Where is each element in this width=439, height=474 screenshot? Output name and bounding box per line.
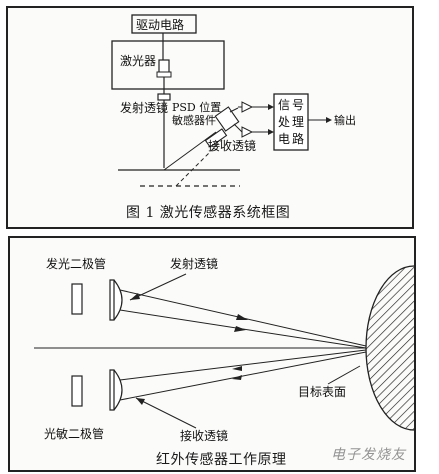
- signal-char-6: 路: [292, 131, 304, 146]
- psd-label-line1: PSD 位置: [172, 100, 221, 114]
- emit-lens-element: [157, 93, 171, 101]
- receive-lens-label: 接收透镜: [208, 138, 256, 153]
- emit-lens-label: 发射透镜: [170, 256, 218, 271]
- watermark-logo: 电子发烧友: [331, 447, 406, 463]
- signal-char-2: 号: [292, 98, 304, 112]
- signal-processing-box: [273, 93, 309, 151]
- laser-enclosure-box: [111, 40, 225, 90]
- output-arrow-icon: [326, 117, 332, 123]
- laser-sensor-diagram-panel: 驱动电路 激光器 发射透镜 接收透镜 PSD 位置 敏感器件: [6, 6, 414, 229]
- emit-lens-label: 发射透镜: [120, 100, 168, 115]
- emit-diode-element: [71, 283, 83, 315]
- fig2-caption: 红外传感器工作原理: [156, 452, 287, 468]
- output-label: 输出: [334, 113, 356, 127]
- psd-sensor-element: [214, 106, 240, 132]
- photo-diode-label: 光敏二极管: [44, 426, 104, 441]
- amplifier-top-icon: [241, 101, 254, 113]
- infrared-sensor-diagram-panel: 发光二极管 发射透镜 光敏二极管 接收透镜 目标表面 红外传感器工作原理 电子发…: [8, 236, 416, 472]
- receive-lens-label: 接收透镜: [180, 428, 228, 443]
- target-surface-label: 目标表面: [298, 385, 346, 399]
- amplifier-bottom-icon: [241, 126, 254, 138]
- laser-sensor-diagram: 驱动电路 激光器 发射透镜 接收透镜 PSD 位置 敏感器件: [111, 14, 356, 187]
- signal-char-3: 处: [278, 115, 290, 129]
- photo-diode-element: [71, 375, 83, 407]
- infrared-sensor-diagram: 发光二极管 发射透镜 光敏二极管 接收透镜 目标表面: [34, 256, 414, 443]
- psd-label-line2: 敏感器件: [172, 113, 216, 127]
- signal-char-4: 理: [292, 115, 304, 129]
- signal-char-5: 电: [278, 132, 290, 146]
- emit-diode-label: 发光二极管: [46, 256, 106, 271]
- laser-label: 激光器: [120, 54, 156, 68]
- drive-circuit-label: 驱动电路: [136, 17, 184, 32]
- emit-lens-element: [109, 279, 123, 321]
- fig1-caption: 图 1 激光传感器系统框图: [126, 205, 291, 221]
- signal-char-1: 信: [278, 98, 290, 112]
- drive-circuit-box: [131, 14, 197, 34]
- receive-lens-element: [109, 369, 123, 411]
- target-surface: [365, 265, 414, 431]
- receive-lens-element: [204, 128, 228, 148]
